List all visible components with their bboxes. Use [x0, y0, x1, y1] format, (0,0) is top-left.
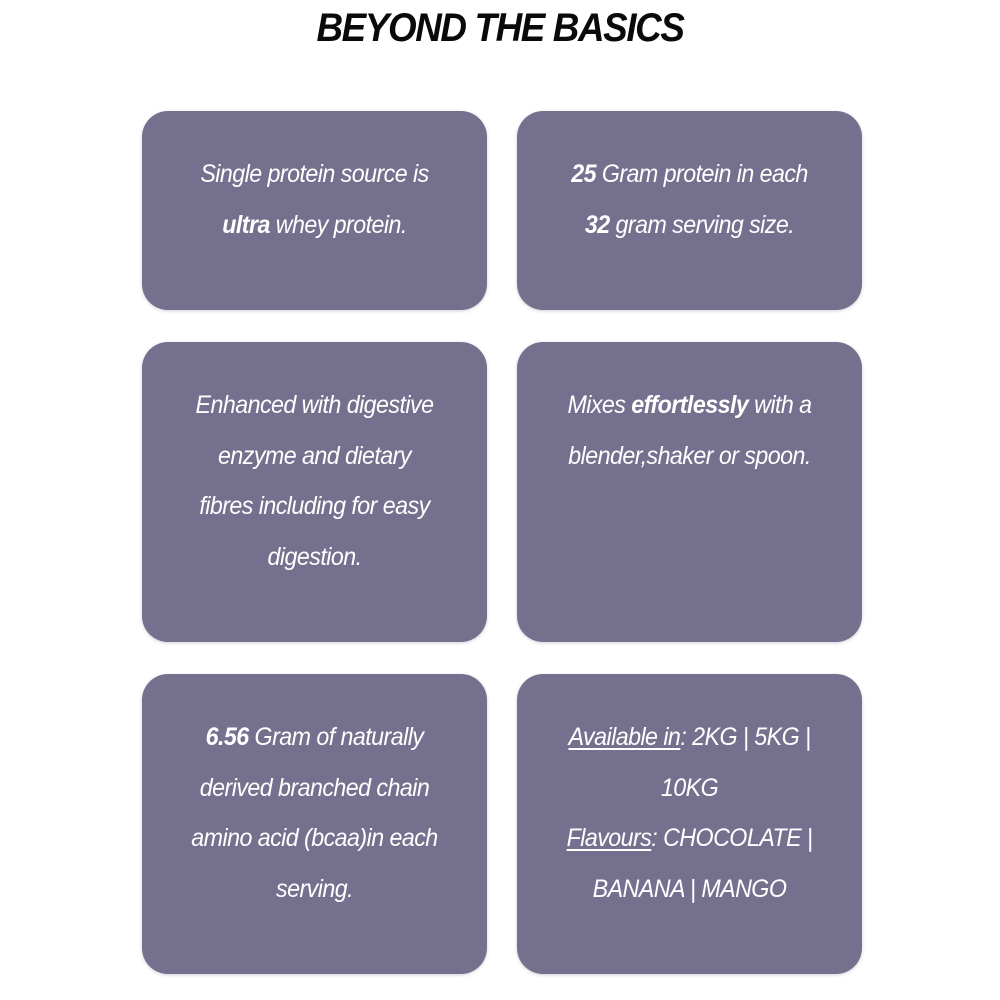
feature-card-mixability: Mixes effortlessly with a blender,shaker…: [517, 342, 862, 642]
line-text: serving.: [276, 874, 354, 903]
feature-card-protein-per-serving: 25 Gram protein in each 32 gram serving …: [517, 111, 862, 310]
card-line: 32 gram serving size.: [529, 200, 850, 251]
card-line: amino acid (bcaa)in each: [154, 813, 475, 864]
card-line: digestion.: [154, 532, 475, 583]
line-text: : 2KG | 5KG |: [680, 723, 811, 751]
emphasis-text: 6.56: [205, 723, 250, 751]
card-line: BANANA | MANGO: [529, 864, 850, 915]
card-text: Single protein source is ultra whey prot…: [154, 149, 475, 250]
line-text: gram serving size.: [609, 210, 795, 239]
line-text: whey protein.: [269, 210, 408, 239]
card-line: 25 Gram protein in each: [529, 149, 850, 200]
line-text: blender,shaker or spoon.: [568, 441, 811, 470]
card-text: Enhanced with digestive enzyme and dieta…: [154, 380, 475, 582]
underlined-label: Available in: [568, 723, 681, 751]
card-line: 10KG: [529, 763, 850, 814]
line-text: Single protein source is: [200, 160, 429, 188]
card-text: Available in: 2KG | 5KG | 10KG Flavours:…: [529, 712, 850, 914]
card-line: ultra whey protein.: [154, 200, 475, 251]
feature-card-availability: Available in: 2KG | 5KG | 10KG Flavours:…: [517, 674, 862, 974]
card-text: 6.56 Gram of naturally derived branched …: [154, 712, 475, 914]
line-text: : CHOCOLATE |: [651, 824, 813, 852]
card-line: fibres including for easy: [154, 481, 475, 532]
emphasis-text: 32: [584, 210, 610, 239]
line-text: BANANA | MANGO: [592, 874, 787, 903]
page-title: BEYOND THE BASICS: [316, 6, 684, 50]
card-line: derived branched chain: [154, 763, 475, 814]
line-text: Enhanced with digestive: [195, 391, 434, 419]
line-text: with a: [748, 391, 812, 419]
feature-card-bcaa: 6.56 Gram of naturally derived branched …: [142, 674, 487, 974]
card-line: Available in: 2KG | 5KG |: [529, 712, 850, 763]
line-text: Mixes: [567, 391, 632, 419]
feature-card-protein-source: Single protein source is ultra whey prot…: [142, 111, 487, 310]
line-text: Gram of naturally: [248, 723, 424, 751]
underlined-label: Flavours: [566, 824, 652, 852]
card-line: Mixes effortlessly with a: [529, 380, 850, 431]
card-line: Enhanced with digestive: [154, 380, 475, 431]
emphasis-text: effortlessly: [631, 391, 749, 419]
emphasis-text: 25: [571, 160, 596, 188]
card-line: 6.56 Gram of naturally: [154, 712, 475, 763]
emphasis-text: ultra: [222, 210, 270, 239]
card-line: Single protein source is: [154, 149, 475, 200]
card-line: enzyme and dietary: [154, 431, 475, 482]
line-text: digestion.: [267, 542, 363, 571]
card-text: 25 Gram protein in each 32 gram serving …: [529, 149, 850, 250]
card-line: blender,shaker or spoon.: [529, 431, 850, 482]
line-text: derived branched chain: [199, 773, 430, 802]
line-text: fibres including for easy: [199, 492, 430, 520]
line-text: 10KG: [660, 773, 719, 802]
feature-card-digestion: Enhanced with digestive enzyme and dieta…: [142, 342, 487, 642]
line-text: Gram protein in each: [595, 160, 809, 188]
card-line: Flavours: CHOCOLATE |: [529, 813, 850, 864]
line-text: amino acid (bcaa)in each: [191, 824, 438, 852]
card-text: Mixes effortlessly with a blender,shaker…: [529, 380, 850, 481]
card-line: serving.: [154, 864, 475, 915]
line-text: enzyme and dietary: [218, 441, 411, 470]
